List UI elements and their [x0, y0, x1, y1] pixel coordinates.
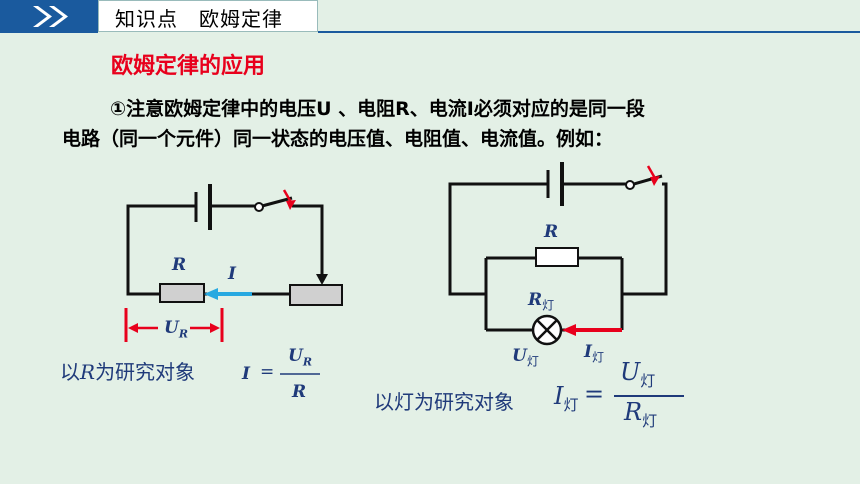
right-caption: 以灯为研究对象 [374, 390, 514, 414]
left-rheostat [289, 284, 343, 306]
right-formula-lhs: I灯 [554, 382, 579, 414]
left-formula-den: R [292, 382, 307, 402]
left-resistor [159, 283, 205, 303]
left-wire-right [292, 204, 324, 276]
right-wire-outer-left [448, 182, 548, 296]
left-current-arrowhead [204, 288, 218, 300]
left-switch-arrowhead [286, 200, 296, 210]
right-resistor-label: R [544, 222, 559, 242]
left-formula-lhs: I [242, 364, 250, 384]
left-switch-blade [261, 196, 293, 208]
chevron-badge [0, 0, 98, 33]
header-underline [318, 31, 860, 33]
lamp-icon [531, 314, 563, 346]
double-chevron-icon [33, 6, 68, 27]
paragraph-line-1: ①注意欧姆定律中的电压U 、电阻R、电流I必须对应的是同一段 [110, 98, 645, 120]
right-wire-outer-right [622, 182, 668, 296]
right-formula: I灯 = U灯 R灯 [552, 358, 692, 434]
paragraph: ①注意欧姆定律中的电压U 、电阻R、电流I必须对应的是同一段 电路（同一个元件）… [62, 94, 802, 154]
right-voltage-label: U灯 [512, 346, 539, 369]
left-bracket-arrowhead-left [128, 323, 138, 333]
left-caption: 以R为研究对象 [60, 360, 196, 384]
left-formula-num: UR [288, 346, 312, 369]
right-current-arrowhead [562, 324, 576, 336]
right-formula-eq: = [584, 380, 605, 408]
right-current-label: I灯 [584, 342, 604, 365]
paragraph-line-2: 电路（同一个元件）同一状态的电压值、电阻值、电流值。例如： [62, 128, 614, 150]
header-title-box: 知识点 欧姆定律 [98, 0, 318, 32]
left-bracket-arrowhead-right [210, 323, 220, 333]
section-heading: 欧姆定律的应用 [111, 54, 266, 79]
left-wire-top-left [126, 204, 196, 296]
right-switch-terminal [625, 180, 635, 190]
left-current-label: I [228, 264, 236, 284]
right-lamp-label: R灯 [528, 290, 555, 313]
header-band: 知识点 欧姆定律 [0, 0, 860, 33]
left-voltage-label: UR [164, 318, 188, 341]
header-title: 知识点 欧姆定律 [115, 7, 283, 31]
left-resistor-label: R [172, 255, 187, 275]
left-formula: I = UR R [240, 344, 330, 404]
left-switch-terminal [254, 202, 264, 212]
right-formula-den: R灯 [624, 398, 658, 430]
left-rheostat-arrowhead [316, 274, 328, 285]
right-switch-arrowhead [650, 176, 660, 186]
right-resistor [535, 247, 579, 267]
left-formula-eq: = [260, 362, 275, 382]
right-formula-num: U灯 [620, 358, 656, 390]
